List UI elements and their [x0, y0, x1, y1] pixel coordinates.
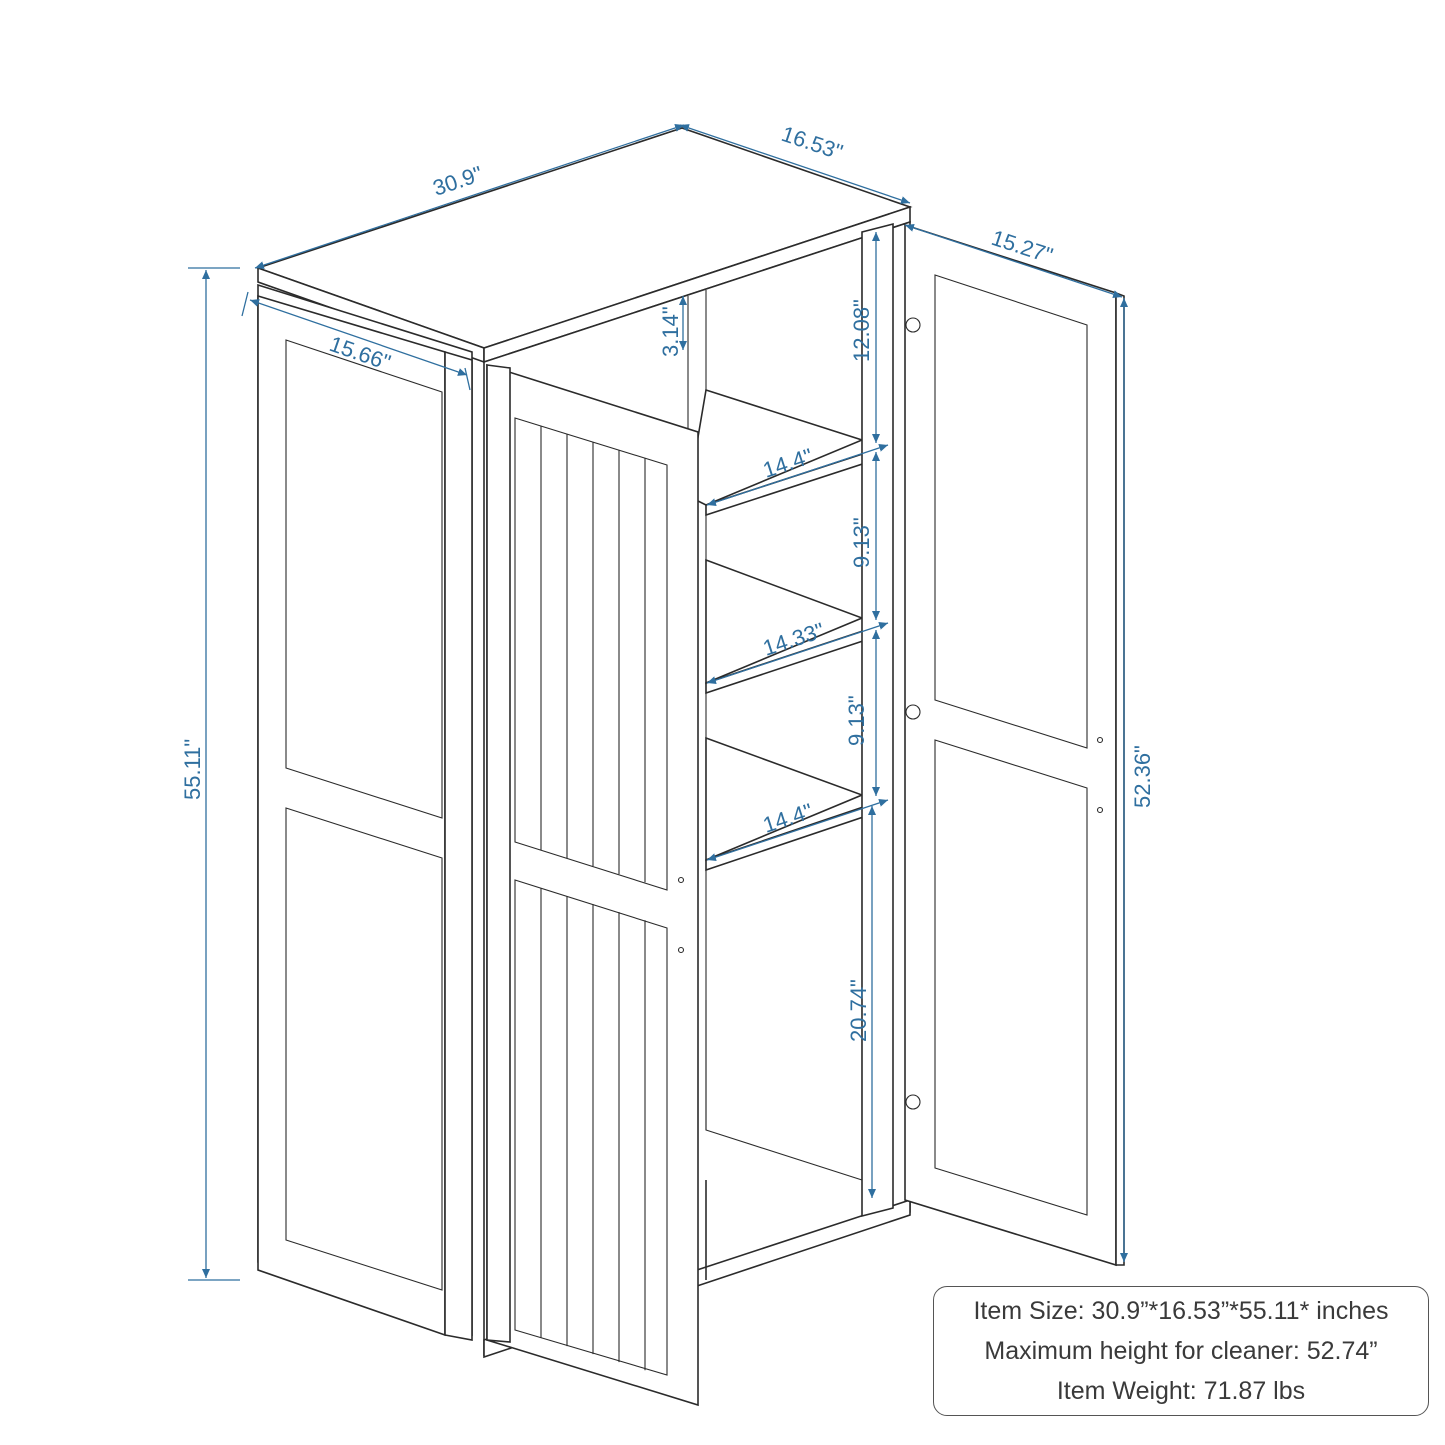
left-door-edge — [444, 350, 473, 1341]
left-door — [257, 294, 473, 1341]
dim-upper-space-label: 12.08" — [849, 299, 874, 362]
dim-depth-label: 16.53" — [778, 121, 846, 165]
max-height-text: Maximum height for cleaner: 52.74” — [984, 1336, 1378, 1365]
right-door — [904, 223, 1125, 1267]
spec-box: Item Size: 30.9”*16.53”*55.11* inches Ma… — [933, 1286, 1429, 1416]
item-weight-text: Item Weight: 71.87 lbs — [1056, 1376, 1306, 1405]
right-door-frame — [904, 223, 1117, 1267]
hinge-icon — [905, 704, 921, 720]
hinge-icon — [905, 317, 921, 333]
middle-door-lower-panel — [514, 879, 668, 1376]
dim-middle-space1-label: 9.13" — [849, 517, 874, 568]
item-size-text: Item Size: 30.9”*16.53”*55.11* inches — [973, 1296, 1389, 1325]
left-door-lower-panel — [285, 807, 443, 1291]
middle-door-slats — [540, 426, 646, 1371]
dim-top-gap-label: 3.14" — [658, 306, 683, 357]
middle-door-hinge-edge — [486, 364, 511, 1343]
right-door-edge — [1115, 291, 1125, 1266]
middle-door-upper-panel — [514, 417, 668, 891]
hinge-icon — [905, 1094, 921, 1110]
middle-door — [486, 363, 699, 1407]
dim-door-height-label: 52.36" — [1130, 745, 1155, 808]
dim-height-label: 55.11" — [180, 739, 205, 800]
right-door-lower-panel — [934, 739, 1088, 1216]
dim-middle-space2-label: 9.13" — [844, 695, 869, 746]
dim-lower-space-label: 20.74" — [846, 979, 871, 1042]
right-door-upper-panel — [934, 274, 1088, 749]
